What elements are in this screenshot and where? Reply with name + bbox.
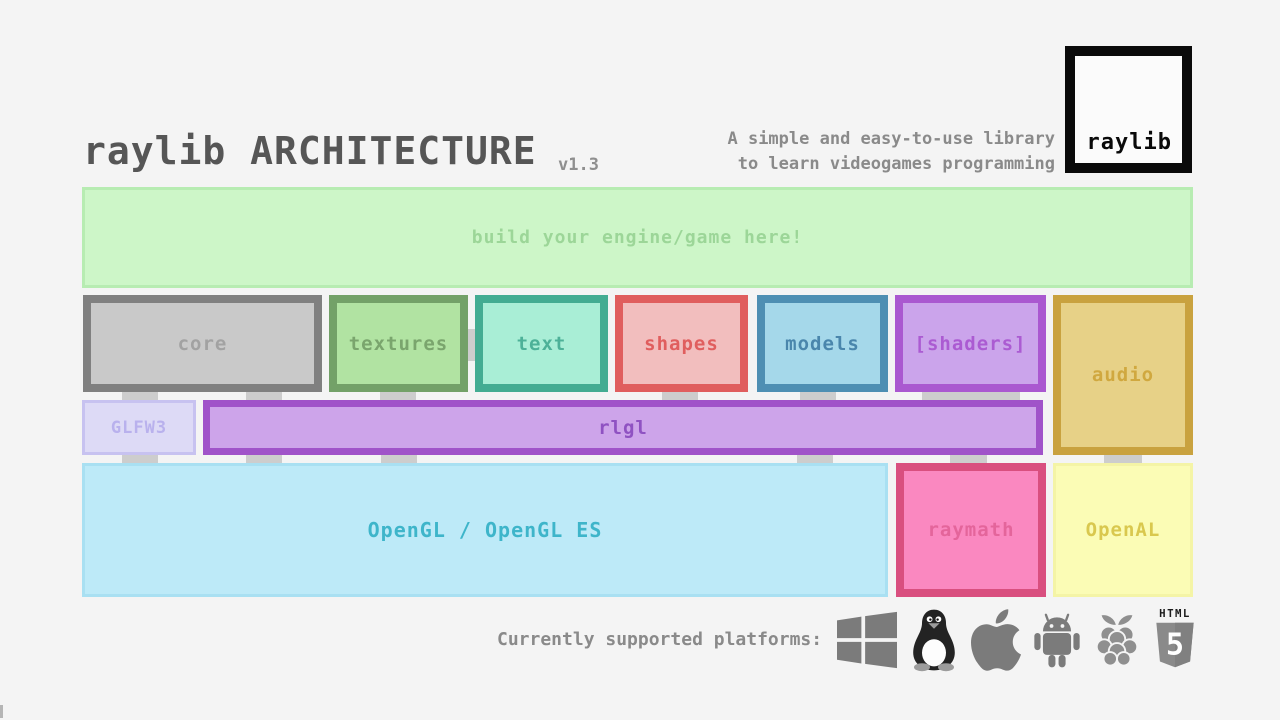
html5-badge-number: 5 (1166, 627, 1184, 662)
html5-badge-top: HTML (1159, 607, 1191, 620)
box-models-label: models (785, 332, 860, 355)
box-glfw3-label: GLFW3 (110, 417, 168, 438)
box-openal-label: OpenAL (1085, 519, 1161, 541)
box-shaders-label: [shaders] (914, 332, 1027, 355)
tagline-line-1: A simple and easy-to-use library (727, 129, 1055, 149)
tagline: A simple and easy-to-use library to lear… (727, 127, 1055, 177)
box-raymath-label: raymath (927, 519, 1015, 541)
raylib-logo-text: raylib (1086, 130, 1172, 155)
box-text: text (475, 295, 608, 392)
connector-rlgl-opengl-2 (381, 452, 417, 465)
box-shaders: [shaders] (895, 295, 1046, 392)
box-audio: audio (1053, 295, 1193, 455)
box-core: core (83, 295, 322, 392)
html5-icon: HTML 5 (1152, 607, 1198, 673)
box-glfw3: GLFW3 (82, 400, 196, 455)
box-models: models (757, 295, 888, 392)
box-engine-game: build your engine/game here! (82, 187, 1193, 288)
platforms-label: Currently supported platforms: (497, 629, 823, 650)
box-opengl: OpenGL / OpenGL ES (82, 463, 888, 597)
box-openal: OpenAL (1053, 463, 1193, 597)
connector-rlgl-opengl-3 (797, 452, 833, 465)
box-textures: textures (329, 295, 468, 392)
android-icon (1032, 609, 1082, 671)
box-text-label: text (516, 332, 567, 355)
box-engine-game-label: build your engine/game here! (471, 227, 804, 248)
box-shapes-label: shapes (644, 332, 719, 355)
platform-icons: HTML 5 (837, 605, 1198, 675)
box-textures-label: textures (348, 332, 449, 355)
page-title: raylib ARCHITECTURE (83, 129, 537, 173)
tagline-line-2: to learn videogames programming (737, 154, 1055, 174)
connector-rlgl-raymath (950, 452, 987, 465)
apple-icon (971, 609, 1021, 671)
windows-icon (837, 611, 897, 669)
connector-glfw3-opengl (122, 452, 158, 465)
box-rlgl: rlgl (203, 400, 1043, 455)
screen-edge-artifact (0, 705, 3, 718)
box-opengl-label: OpenGL / OpenGL ES (367, 518, 603, 542)
connector-rlgl-opengl-1 (246, 452, 282, 465)
linux-tux-icon (908, 608, 960, 672)
raspberry-pi-icon (1093, 608, 1141, 672)
box-raymath: raymath (896, 463, 1046, 597)
connector-textures-text (466, 329, 476, 361)
box-shapes: shapes (615, 295, 748, 392)
box-rlgl-label: rlgl (598, 416, 648, 439)
connector-audio-openal (1104, 452, 1142, 465)
raylib-logo: raylib (1065, 46, 1192, 173)
box-core-label: core (177, 332, 228, 355)
box-audio-label: audio (1091, 364, 1155, 386)
version-label: v1.3 (558, 155, 599, 175)
